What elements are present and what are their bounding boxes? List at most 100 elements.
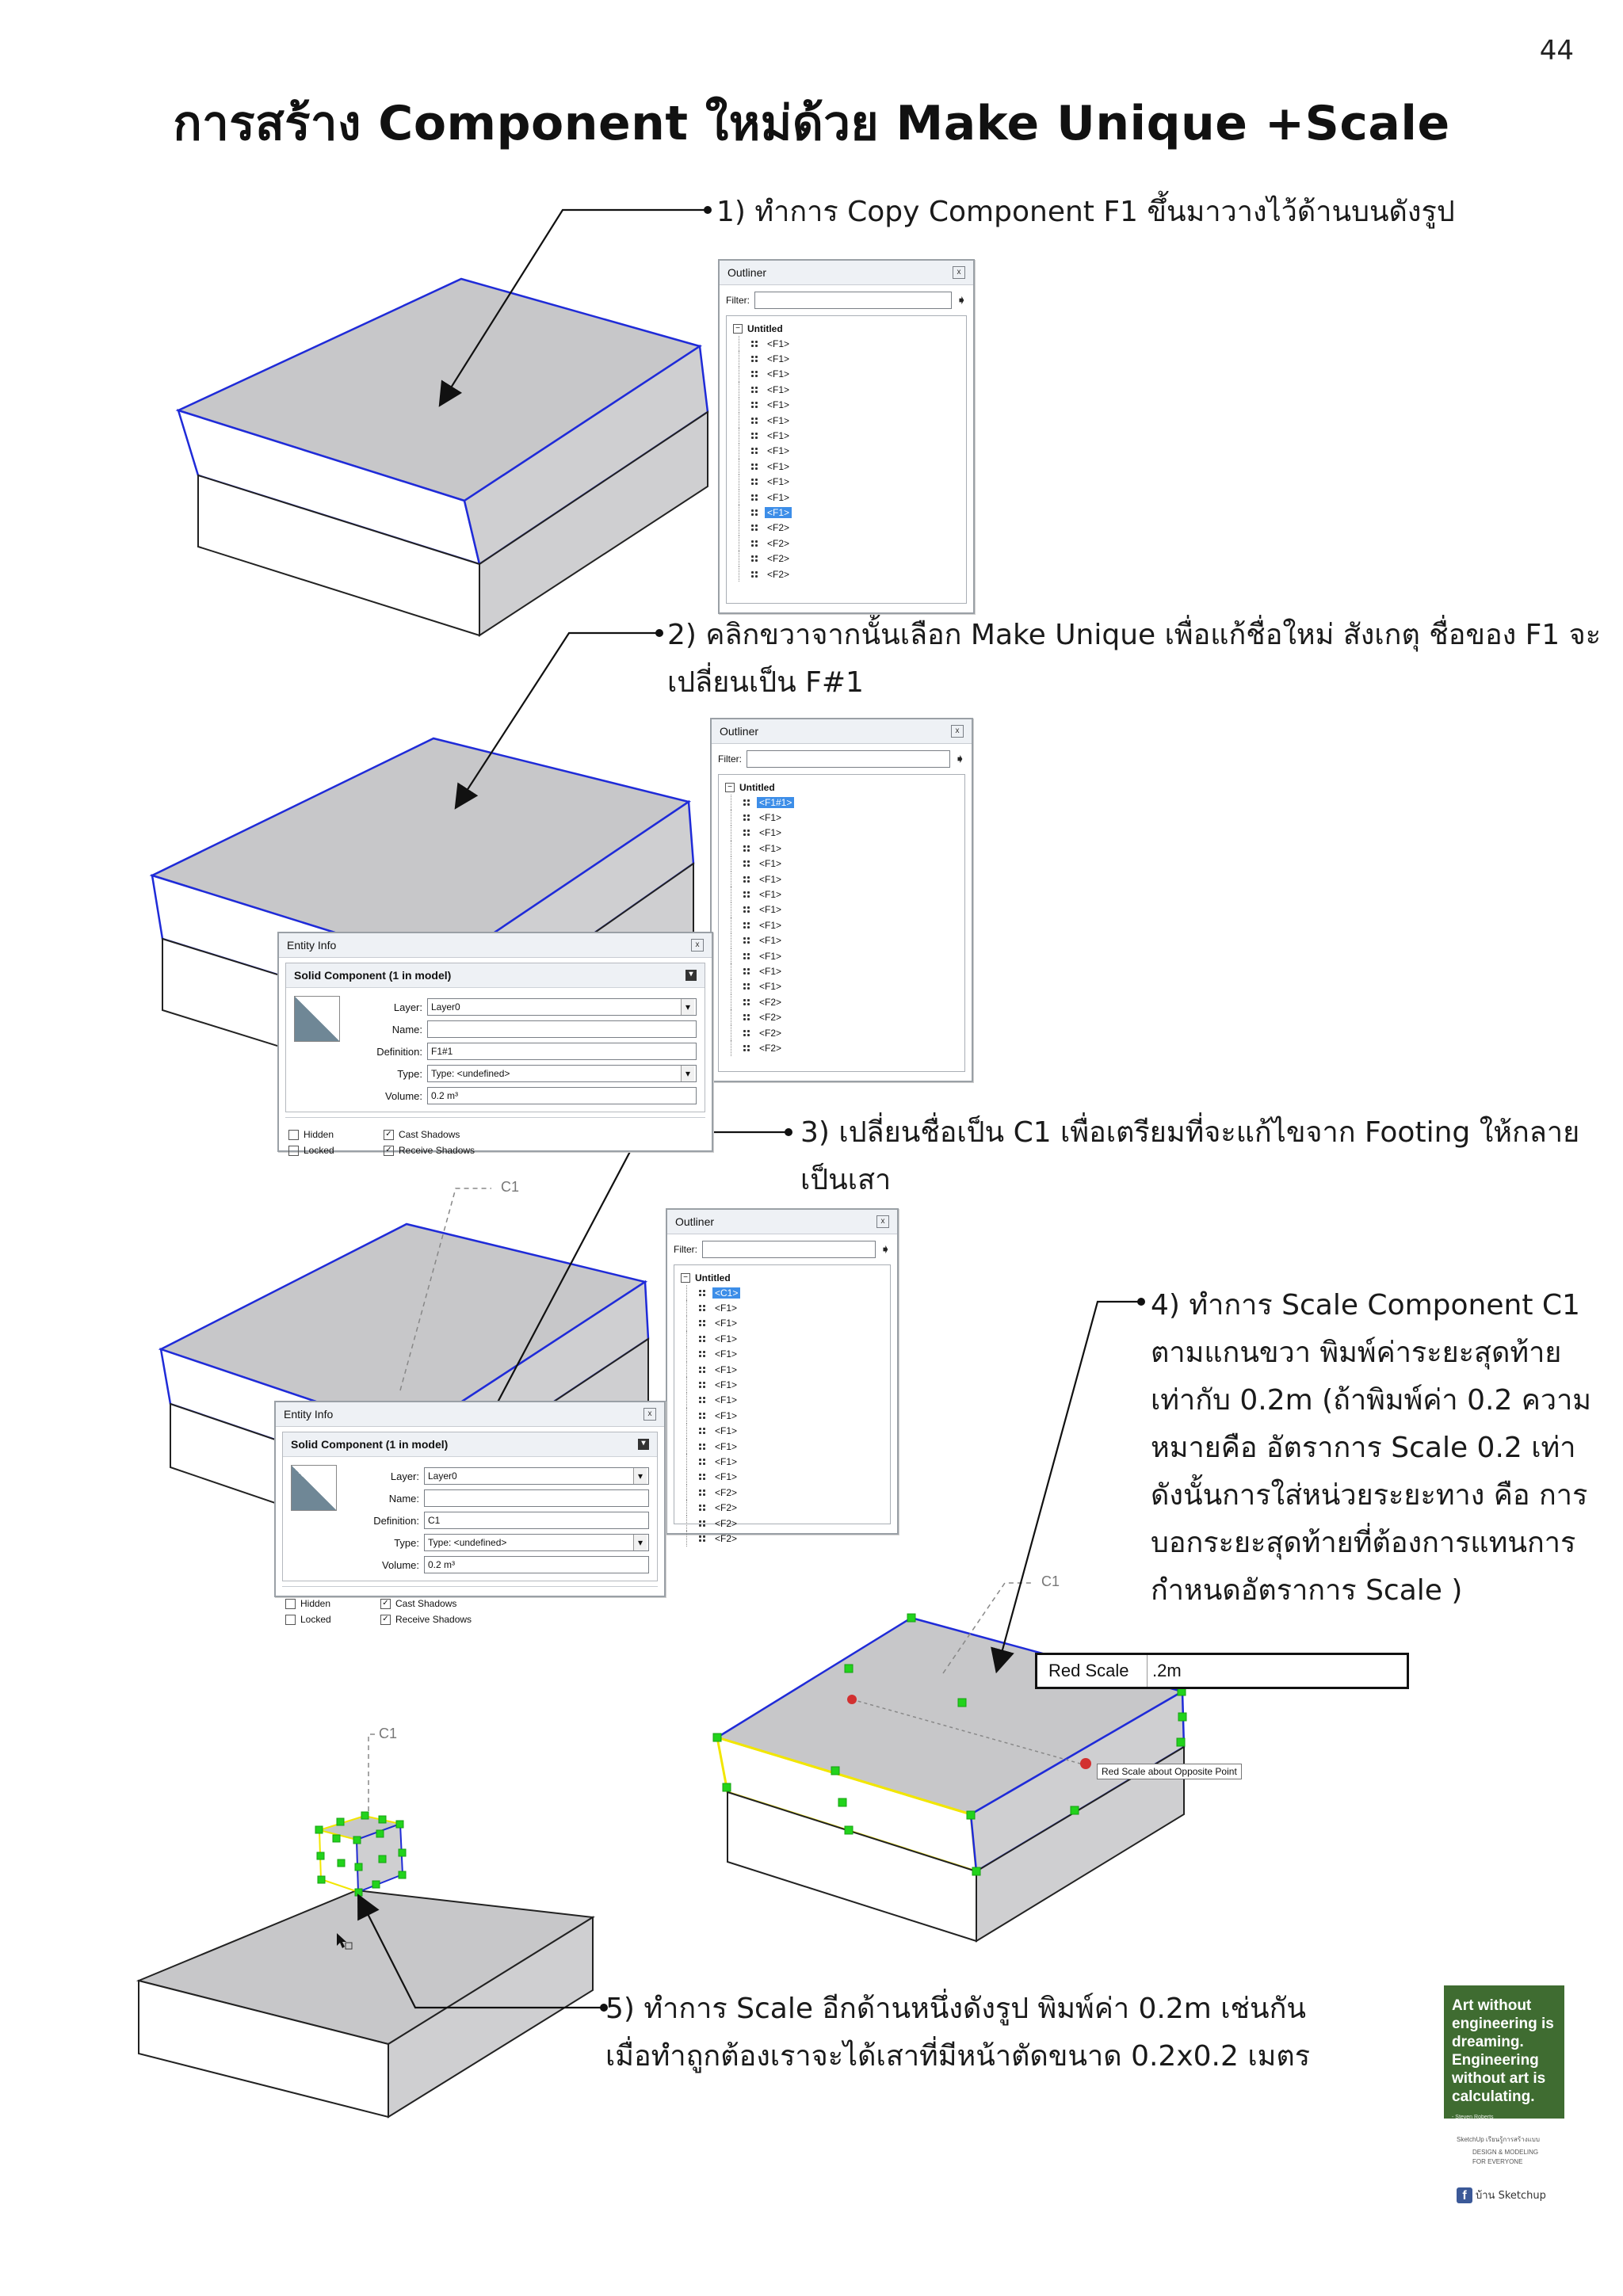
material-swatch[interactable] (294, 996, 340, 1042)
collapse-icon[interactable]: − (733, 323, 743, 334)
tree-item[interactable]: <F1> (681, 1438, 884, 1455)
close-icon[interactable]: x (876, 1215, 889, 1228)
tree-item[interactable]: <F1> (725, 963, 958, 980)
tree-item[interactable]: <F1> (733, 366, 960, 383)
cast-checkbox[interactable]: ✓Cast Shadows (384, 1129, 702, 1140)
tree-item[interactable]: <F1> (725, 810, 958, 826)
tree-item[interactable]: <F1> (733, 351, 960, 368)
receive-checkbox[interactable]: ✓Receive Shadows (380, 1614, 655, 1625)
type-select[interactable]: Type: <undefined> (424, 1534, 649, 1551)
checkbox-icon[interactable] (285, 1598, 296, 1609)
tree-item[interactable]: <F1> (733, 428, 960, 444)
tree-item[interactable]: <F2> (681, 1485, 884, 1501)
checkbox-icon[interactable]: ✓ (384, 1145, 394, 1156)
hidden-checkbox[interactable]: Hidden (288, 1129, 384, 1140)
tree-item[interactable]: <F1> (681, 1377, 884, 1394)
close-icon[interactable]: x (691, 939, 704, 952)
filter-input[interactable] (747, 750, 950, 768)
tree-item[interactable]: <F2> (733, 566, 960, 582)
tree-item[interactable]: <F1> (733, 397, 960, 414)
tree-item[interactable]: <F2> (725, 994, 958, 1010)
tree-item[interactable]: <F1> (733, 489, 960, 505)
tree-item[interactable]: <F2> (681, 1515, 884, 1531)
tree-item[interactable]: <F1> (725, 902, 958, 918)
tree-item[interactable]: <F1> (733, 382, 960, 398)
layer-select[interactable]: Layer0 (424, 1467, 649, 1485)
definition-field[interactable]: C1 (424, 1512, 649, 1529)
receive-checkbox[interactable]: ✓Receive Shadows (384, 1145, 702, 1156)
tree-root[interactable]: −Untitled (681, 1270, 884, 1285)
layer-select[interactable]: Layer0 (427, 998, 697, 1016)
tree-item[interactable]: <F1> (725, 871, 958, 887)
checkbox-icon[interactable]: ✓ (380, 1598, 391, 1609)
tree-item[interactable]: <F1> (725, 825, 958, 841)
checkbox-icon[interactable]: ✓ (384, 1129, 394, 1140)
model-box-1[interactable] (175, 277, 709, 637)
tree-item[interactable]: <C1> (681, 1285, 884, 1301)
tree-item[interactable]: <F1> (681, 1454, 884, 1470)
measurements-box[interactable]: Red Scale .2m (1035, 1653, 1409, 1689)
name-field[interactable] (424, 1489, 649, 1507)
tree-root[interactable]: −Untitled (725, 780, 958, 795)
tree-item[interactable]: <F2> (733, 536, 960, 551)
tree-item[interactable]: <F1#1> (725, 795, 958, 810)
tree-item[interactable]: <F2> (733, 551, 960, 567)
checkbox-icon[interactable]: ✓ (380, 1614, 391, 1625)
tree-item[interactable]: <F1> (725, 856, 958, 872)
tree-item[interactable]: <F2> (725, 1040, 958, 1057)
collapse-toggle-icon[interactable]: ▾ (685, 970, 697, 981)
tree-item[interactable]: <F2> (681, 1500, 884, 1516)
measurements-value[interactable]: .2m (1152, 1661, 1182, 1680)
tree-item[interactable]: <F1> (681, 1392, 884, 1409)
name-field[interactable] (427, 1020, 697, 1038)
cast-checkbox[interactable]: ✓Cast Shadows (380, 1598, 655, 1609)
tree-item[interactable]: <F1> (733, 412, 960, 429)
tree-item[interactable]: <F1> (725, 917, 958, 933)
tree-item[interactable]: <F1> (733, 474, 960, 490)
tree-item[interactable]: <F1> (725, 978, 958, 995)
tree-item[interactable]: <F1> (725, 933, 958, 949)
tree-item[interactable]: <F1> (733, 505, 960, 521)
filter-arrow-icon[interactable]: ➧ (880, 1243, 891, 1257)
facebook-link[interactable]: f บ้าน Sketchup (1457, 2187, 1546, 2203)
tree-item[interactable]: <F1> (681, 1346, 884, 1363)
tree-item[interactable]: <F1> (725, 948, 958, 964)
filter-input[interactable] (754, 292, 952, 309)
tree-item[interactable]: <F1> (725, 841, 958, 856)
tree-item[interactable]: <F1> (681, 1331, 884, 1347)
tree-item[interactable]: <F1> (681, 1315, 884, 1332)
tree-item[interactable]: <F1> (733, 443, 960, 460)
tree-item[interactable]: <F1> (681, 1423, 884, 1440)
filter-arrow-icon[interactable]: ➧ (954, 753, 965, 766)
model-box-column[interactable] (136, 1811, 595, 2119)
locked-checkbox[interactable]: Locked (288, 1145, 384, 1156)
filter-input[interactable] (702, 1241, 876, 1258)
tree-item[interactable]: <F2> (681, 1531, 884, 1547)
close-icon[interactable]: x (953, 266, 965, 279)
tree-item[interactable]: <F1> (733, 459, 960, 475)
tree-item[interactable]: <F1> (681, 1408, 884, 1424)
checkbox-icon[interactable] (288, 1145, 299, 1156)
tree-root[interactable]: −Untitled (733, 321, 960, 336)
hidden-checkbox[interactable]: Hidden (285, 1598, 380, 1609)
tree-item[interactable]: <F2> (733, 520, 960, 536)
tree-item[interactable]: <F1> (725, 887, 958, 903)
tree-item[interactable]: <F1> (681, 1361, 884, 1378)
collapse-toggle-icon[interactable]: ▾ (638, 1439, 649, 1450)
collapse-icon[interactable]: − (725, 782, 735, 792)
tree-item[interactable]: <F1> (733, 336, 960, 352)
checkbox-icon[interactable] (288, 1129, 299, 1140)
tree-item[interactable]: <F1> (681, 1469, 884, 1486)
tree-item[interactable]: <F1> (681, 1300, 884, 1317)
checkbox-icon[interactable] (285, 1614, 296, 1625)
tree-item[interactable]: <F2> (725, 1024, 958, 1041)
locked-checkbox[interactable]: Locked (285, 1614, 380, 1625)
collapse-icon[interactable]: − (681, 1272, 690, 1283)
close-icon[interactable]: x (643, 1408, 656, 1421)
close-icon[interactable]: x (951, 725, 964, 738)
filter-arrow-icon[interactable]: ➧ (956, 294, 967, 307)
